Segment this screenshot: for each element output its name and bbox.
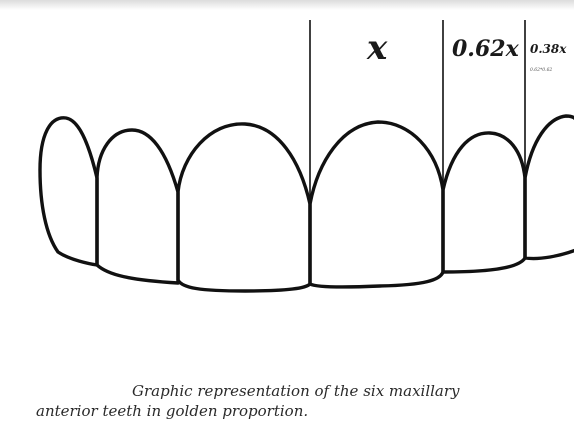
tooth-right-canine bbox=[525, 116, 574, 259]
tooth-left-canine bbox=[40, 118, 97, 265]
label-x: x bbox=[367, 28, 387, 68]
tooth-left-lateral bbox=[97, 130, 178, 283]
caption-line-2: anterior teeth in golden proportion. bbox=[36, 402, 308, 420]
tooth-right-central bbox=[310, 122, 443, 287]
caption-line-1: Graphic representation of the six maxill… bbox=[132, 382, 460, 400]
label-small-note: 0.62*0.62 bbox=[530, 68, 552, 73]
tooth-left-central bbox=[178, 124, 310, 291]
label-038x: 0.38x bbox=[530, 42, 566, 56]
tooth-right-lateral bbox=[443, 133, 525, 272]
label-062x: 0.62x bbox=[452, 36, 519, 62]
